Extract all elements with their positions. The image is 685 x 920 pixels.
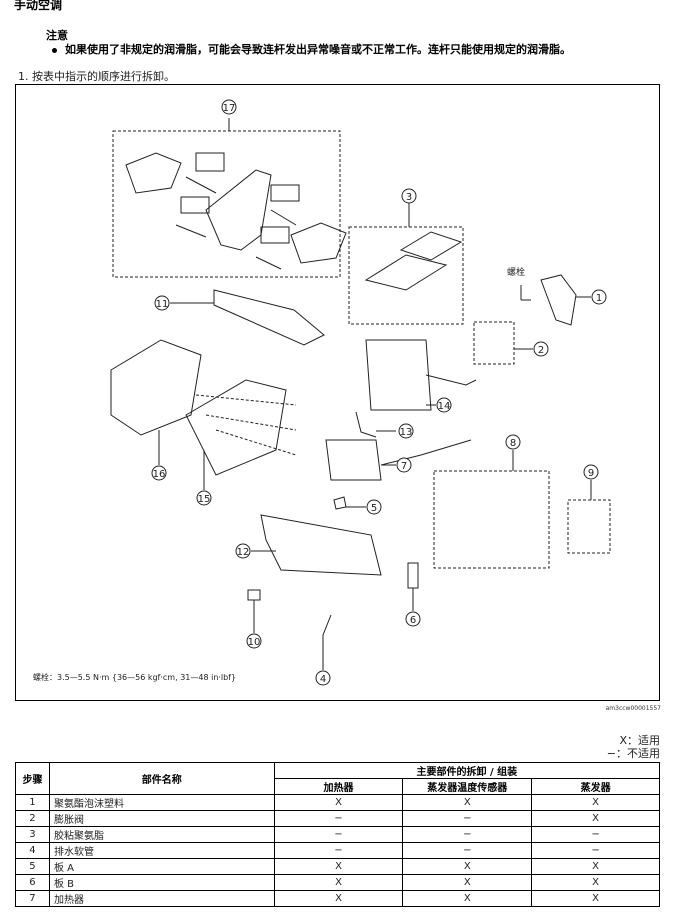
cell-evaporator: X (531, 858, 660, 875)
cell-part-name: 板 A (48, 858, 275, 875)
callout-7: 7 (401, 461, 407, 472)
part-5-plate-a (333, 496, 347, 510)
header-part-name: 部件名称 (48, 762, 275, 795)
callout-6: 6 (410, 615, 416, 626)
legend-not-applicable: −：不适用 (606, 747, 660, 760)
cell-heater: X (273, 794, 404, 811)
cell-heater: − (273, 842, 404, 859)
part-11-case (213, 289, 325, 346)
part-15-case (185, 379, 287, 476)
header-group: 主要部件的拆卸 / 组装 (273, 762, 661, 779)
group-box-3 (348, 226, 464, 325)
part-7-heater (325, 439, 382, 481)
cell-sensor: X (402, 858, 533, 875)
part-4-drain-hose (322, 614, 332, 655)
part-1-foam (540, 274, 577, 326)
cell-evaporator: − (531, 842, 660, 859)
callout-13: 13 (400, 427, 413, 438)
cell-sensor: X (402, 794, 533, 811)
header-sensor: 蒸发器温度传感器 (402, 778, 533, 795)
cell-step: 1 (15, 794, 50, 811)
cell-step: 6 (15, 874, 50, 891)
cell-step: 2 (15, 810, 50, 827)
cell-heater: − (273, 810, 404, 827)
cell-evaporator: X (531, 794, 660, 811)
callout-16: 16 (153, 469, 166, 480)
header-step: 步骤 (15, 762, 50, 795)
cell-sensor: X (402, 874, 533, 891)
cell-evaporator: X (531, 810, 660, 827)
part-6-plate-b (407, 562, 419, 589)
callout-14: 14 (438, 401, 451, 412)
cell-evaporator: X (531, 874, 660, 891)
cell-sensor: − (402, 810, 533, 827)
header-heater: 加热器 (273, 778, 404, 795)
callout-11: 11 (156, 299, 169, 310)
part-12-case (260, 514, 382, 576)
cell-part-name: 板 B (48, 874, 275, 891)
cell-heater: − (273, 826, 404, 843)
caution-heading: 注意 (46, 29, 68, 42)
group-box-2 (473, 321, 515, 365)
section-title: 手动空调 (14, 0, 63, 12)
cell-part-name: 聚氨酯泡沫塑料 (48, 794, 275, 811)
legend-applicable: X：适用 (619, 734, 660, 747)
figure-id: am3ccw00001557 (605, 705, 661, 712)
callout-10: 10 (248, 637, 261, 648)
caution-text: 如果使用了非规定的润滑脂，可能会导致连杆发出异常噪音或不正常工作。连杆只能使用规… (65, 43, 571, 56)
callout-17: 17 (223, 103, 236, 114)
cell-sensor: X (402, 890, 533, 907)
legend: X：适用 −：不适用 (607, 734, 660, 760)
callout-2: 2 (538, 345, 544, 356)
callout-12: 12 (237, 547, 250, 558)
cell-evaporator: − (531, 826, 660, 843)
callout-1: 1 (596, 293, 602, 304)
callout-9: 9 (588, 468, 594, 479)
callout-15: 15 (198, 494, 211, 505)
cell-part-name: 膨胀阀 (48, 810, 275, 827)
instruction-step: 1. 按表中指示的顺序进行拆卸。 (18, 70, 175, 83)
part-16-case (110, 339, 202, 436)
bolt-label: 螺栓 (507, 266, 525, 278)
caution-bullet: 如果使用了非规定的润滑脂，可能会导致连杆发出异常噪音或不正常工作。连杆只能使用规… (52, 41, 571, 57)
part-14-evaporator (365, 339, 432, 411)
bullet-icon (52, 47, 57, 53)
cell-part-name: 排水软管 (48, 842, 275, 859)
cell-heater: X (273, 890, 404, 907)
callout-4: 4 (320, 674, 326, 685)
callout-5: 5 (371, 503, 377, 514)
cell-step: 3 (15, 826, 50, 843)
cell-heater: X (273, 858, 404, 875)
cell-evaporator: X (531, 890, 660, 907)
callout-8: 8 (510, 438, 516, 449)
cell-sensor: − (402, 826, 533, 843)
group-box-8 (433, 470, 550, 569)
damper-parts (125, 152, 347, 270)
cell-heater: X (273, 874, 404, 891)
group-box-17 (112, 130, 341, 278)
cell-step: 4 (15, 842, 50, 859)
exploded-view-diagram: 17 3 1 2 14 11 16 15 13 7 5 8 9 12 6 10 … (15, 84, 660, 701)
torque-spec: 螺栓：3.5—5.5 N·m {36—56 kgf·cm, 31—48 in·l… (33, 673, 237, 682)
group-box-9 (567, 499, 611, 554)
callout-3: 3 (406, 192, 412, 203)
cell-part-name: 加热器 (48, 890, 275, 907)
cell-step: 5 (15, 858, 50, 875)
cell-part-name: 胶粘聚氨脂 (48, 826, 275, 843)
header-evaporator: 蒸发器 (531, 778, 660, 795)
cell-step: 7 (15, 890, 50, 907)
part-10-bracket (247, 589, 261, 601)
cell-sensor: − (402, 842, 533, 859)
